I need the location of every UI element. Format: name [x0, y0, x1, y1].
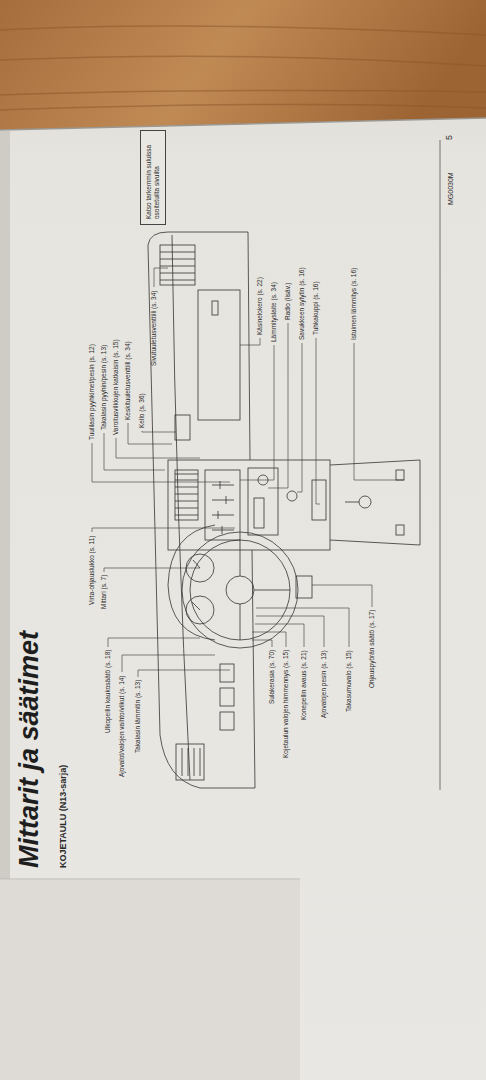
callout-label: Virta-ohjauslukko (s. 11): [88, 536, 96, 606]
callout-label: Istuimen lämmitys (s. 16): [350, 268, 358, 340]
leader-line: [116, 438, 200, 458]
leader-line: [142, 431, 176, 432]
callout-label: Mittari (s. 7): [100, 575, 108, 609]
callout-label: Varoitusvilkkujen katkaisin (s. 15): [112, 339, 120, 435]
leader-line: [255, 624, 304, 647]
callout-label: Takasumuvalo (s. 15): [345, 650, 353, 712]
callout-label: Takalasin lämmitin (s. 13): [134, 680, 142, 753]
leader-line: [252, 640, 272, 647]
leader-line: [240, 345, 274, 480]
leader-line: [108, 638, 200, 647]
callout-label: Kojetaulun valojen himmennys (s. 15): [282, 650, 290, 758]
leader-line: [316, 338, 320, 504]
leader-line: [256, 608, 349, 647]
callout-label: Sulakerasia (s. 70): [268, 650, 276, 704]
page-text: KOJETAULU (N13-sarja): [58, 765, 69, 868]
callout-label: Ajovalot/valojen vaihto/vilkut (s. 14): [118, 675, 126, 777]
callout-label: Ajovalojen pesin (s. 13): [320, 650, 328, 718]
callout-label: Ulkopeilin kaukosäätö (s. 18): [104, 650, 112, 733]
callout-label: Takalasin pyyhin/pesin (s. 13): [100, 345, 108, 430]
callout-label: Keskituuletusventtiili (s. 34): [124, 341, 132, 420]
leader-line: [256, 616, 324, 647]
leader-line: [92, 443, 230, 482]
leader-line: [92, 528, 235, 532]
callout-label: Tuhkakuppi (s. 16): [312, 281, 320, 335]
callout-label: Sivutuuletusventtiili (s. 34): [150, 290, 158, 366]
callout-label: Tuulilasin pyyhkimet/pesin (s. 12): [88, 344, 96, 440]
callout-label: Konepellin avaus (s. 21): [300, 650, 308, 720]
note-box: Katso tarkemmin suluissa osoitetuilta si…: [140, 130, 166, 225]
leader-line: [252, 632, 286, 647]
leader-line: [128, 423, 172, 444]
leader-line: [154, 268, 168, 287]
leader-line: [138, 670, 230, 677]
callout-label: Kello (s. 36): [138, 393, 146, 428]
callout-label: Ohjauspyörän säätö (s. 17): [368, 610, 376, 688]
leader-line: [240, 338, 260, 345]
leader-line: [122, 655, 215, 672]
page-text: MG0030M: [446, 172, 455, 205]
leader-line: [104, 568, 200, 572]
page-title: Mittarit ja säätimet: [14, 631, 45, 868]
leader-line: [312, 585, 372, 607]
callout-label: Savukkeen sytytin (s. 16): [298, 267, 306, 340]
leader-line: [268, 323, 288, 488]
leader-line: [297, 343, 302, 492]
callout-label: Käsinelokero (s. 22): [256, 277, 264, 335]
callout-label: Radio (lisäv.): [284, 283, 292, 320]
leader-line: [104, 433, 165, 470]
note-text: Katso tarkemmin suluissa osoitetuilta si…: [145, 136, 161, 219]
leader-line: [354, 343, 404, 480]
page-text: 5: [444, 135, 455, 140]
callout-label: Lämmityslaite (s. 34): [270, 282, 278, 342]
